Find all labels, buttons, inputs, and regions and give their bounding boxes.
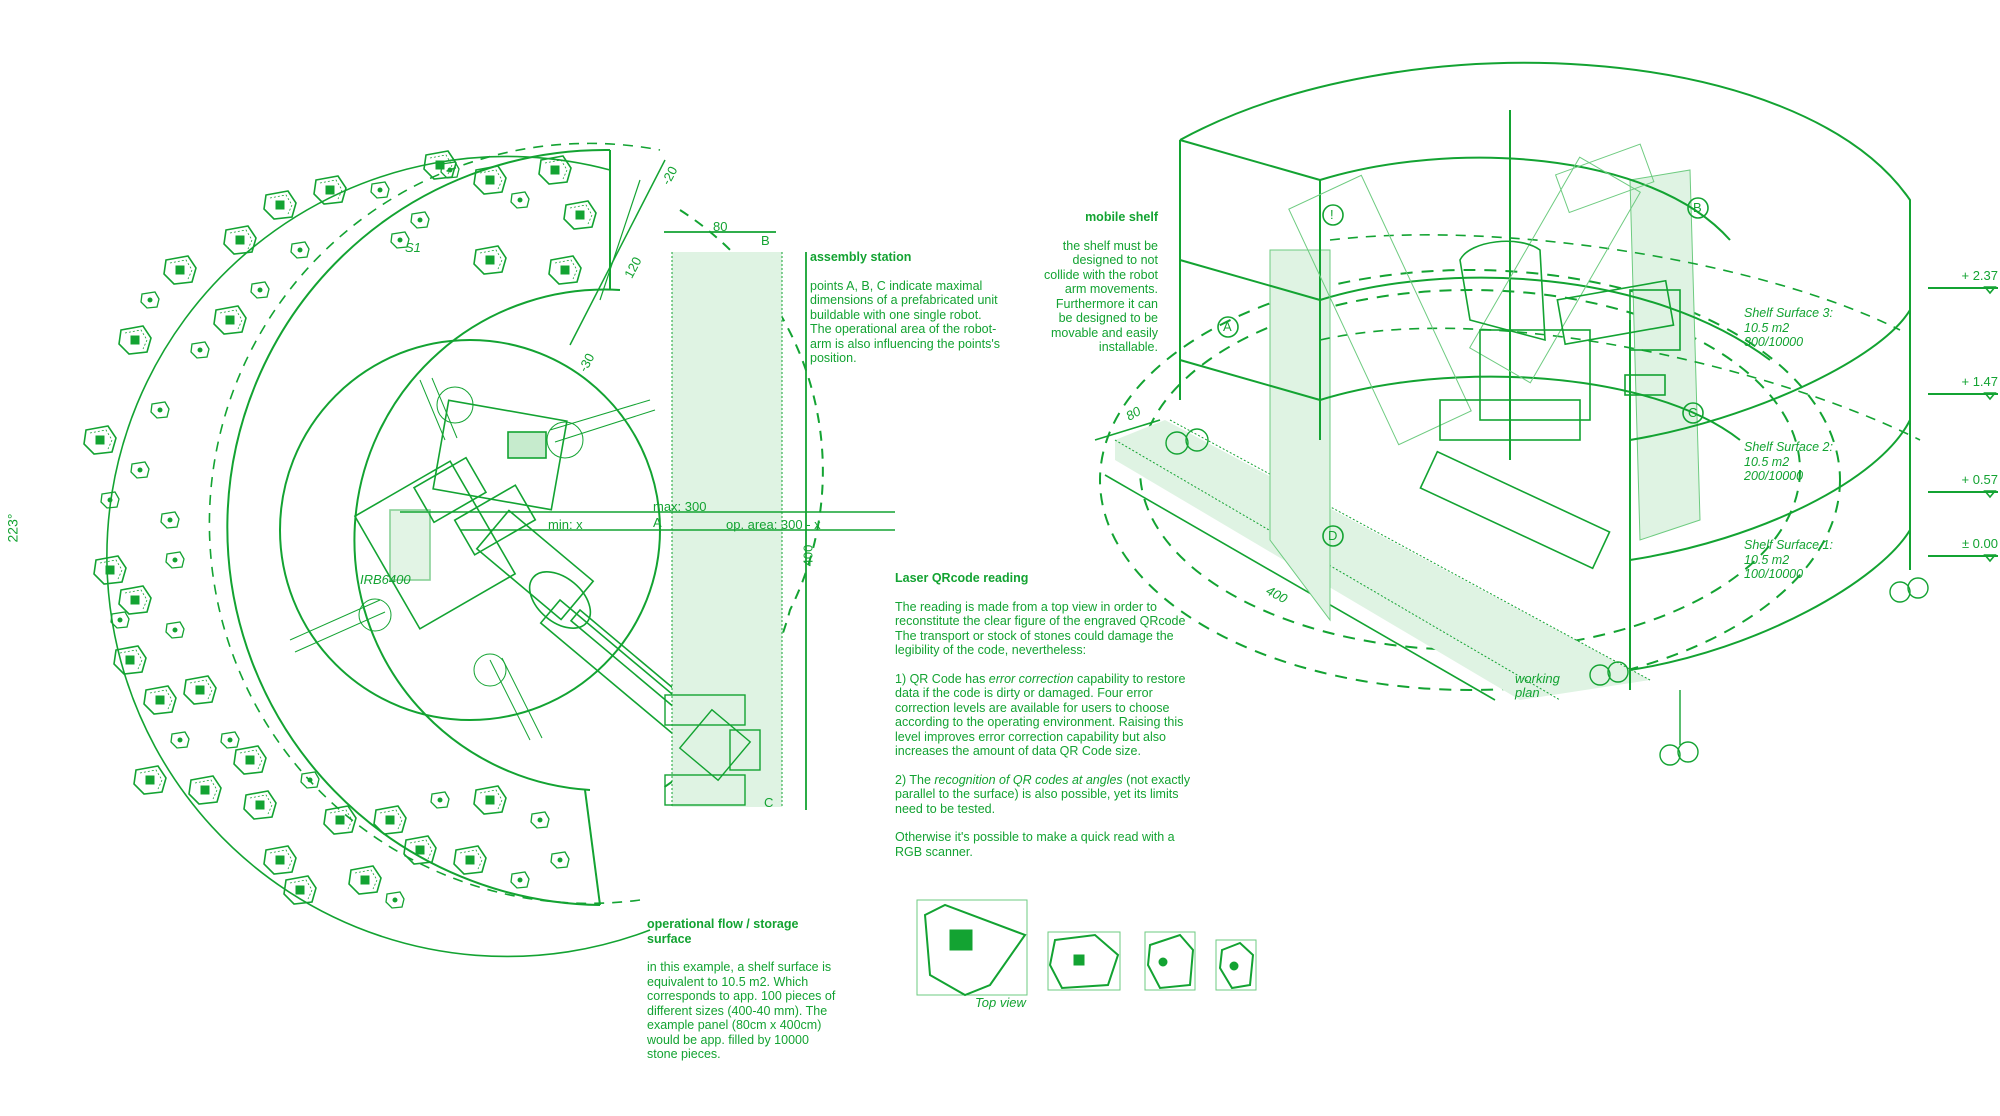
level-0-57: + 0.57 (1928, 472, 1998, 493)
robot-ghost (1288, 143, 1655, 446)
shelf-surface-1: Shelf Surface 1: 10.5 m2 100/10000 (1744, 538, 1884, 582)
assembly-station-note: assembly station points A, B, C indicate… (810, 250, 1000, 366)
robot-model-label: IRB6400 (360, 572, 411, 587)
shelf-2-count: 200/10000 (1744, 469, 1804, 483)
axo-point-d: D (1328, 528, 1338, 543)
assembly-station-body: points A, B, C indicate maximal dimensio… (810, 278, 1000, 366)
dim-80: 80 (713, 219, 728, 234)
working-plan-area (1115, 420, 1650, 700)
casters (1165, 428, 1929, 766)
op-area-label: op. area: 300 - x (726, 517, 821, 532)
storage-surface-title: operational flow / storage surface (647, 917, 799, 946)
level-1-47-text: + 1.47 (1961, 374, 1998, 389)
level-0-00-text: ± 0.00 (1961, 536, 1998, 551)
laser-qr-p2: The transport or stock of stones could d… (895, 628, 1174, 658)
storage-surface-body: in this example, a shelf surface is equi… (647, 960, 836, 1061)
laser-qr-p4-pre: 2) The (895, 772, 935, 787)
laser-qr-p3: 1) QR Code has error correction capabili… (895, 672, 1195, 759)
axonometric-view (1094, 61, 1997, 766)
qr-top-views (916, 899, 1257, 997)
end-effector (664, 694, 761, 806)
storage-label-s1: S1 (405, 240, 421, 255)
laser-qr-note: Laser QRcode reading The reading is made… (895, 571, 1195, 859)
robot-legs (289, 377, 656, 741)
point-a: A (653, 515, 662, 530)
point-b: B (761, 233, 770, 248)
level-0-57-text: + 0.57 (1961, 472, 1998, 487)
plan-view (83, 142, 895, 958)
storage-ring-outer (226, 148, 611, 906)
axo-point-a: A (1223, 319, 1232, 334)
laser-qr-p5: Otherwise it's possible to make a quick … (895, 830, 1175, 859)
mobile-shelf-body: the shelf must be designed to not collid… (1044, 238, 1158, 355)
mobile-shelf-title: mobile shelf (1085, 210, 1158, 224)
axo-point-i: ! (1330, 207, 1334, 222)
axo-point-b: B (1693, 200, 1702, 215)
assembly-station-title: assembly station (810, 250, 912, 264)
laser-qr-p3-pre: 1) QR Code has (895, 671, 989, 686)
topview-frame-1 (916, 899, 1028, 996)
working-plan-label: working plan (1515, 671, 1560, 700)
max-label: max: 300 (653, 499, 707, 514)
point-c: C (764, 795, 774, 810)
shelf-3-title: Shelf Surface 3: (1744, 306, 1833, 320)
laser-qr-p4: 2) The recognition of QR codes at angles… (895, 773, 1195, 817)
top-view-label: Top view (975, 995, 1026, 1010)
outer-arc (106, 155, 651, 958)
storage-surface-note: operational flow / storage surface in th… (647, 917, 842, 1062)
laser-qr-p3-post: capability to restore data if the code i… (895, 671, 1186, 759)
angle-label: 223° (4, 513, 21, 543)
level-0-00: ± 0.00 (1928, 536, 1998, 557)
level-markers (1983, 286, 1997, 563)
shelf-2-title: Shelf Surface 2: (1744, 440, 1833, 454)
storage-ring-inner (353, 288, 621, 791)
shelf-1-title: Shelf Surface 1: (1744, 538, 1833, 552)
shelf-surface-2: Shelf Surface 2: 10.5 m2 200/10000 (1744, 440, 1884, 484)
point-markers (1217, 197, 1709, 547)
robot-irb6400 (353, 399, 704, 740)
level-1-47: + 1.47 (1928, 374, 1998, 395)
shelf-1-area: 10.5 m2 (1744, 552, 1790, 567)
laser-qr-p3-em: error correction (988, 671, 1074, 686)
mobile-shelf-note: mobile shelf the shelf must be designed … (1040, 210, 1158, 355)
shelf-1-count: 100/10000 (1744, 567, 1804, 581)
laser-qr-title: Laser QRcode reading (895, 571, 1029, 585)
shelf-3-area: 10.5 m2 (1744, 320, 1790, 335)
shelf-surface-3: Shelf Surface 3: 10.5 m2 300/10000 (1744, 306, 1884, 350)
laser-qr-p1: The reading is made from a top view in o… (895, 599, 1186, 629)
level-2-37-text: + 2.37 (1961, 268, 1998, 283)
dashed-reach-arc (208, 142, 661, 905)
laser-qr-p4-em: recognition of QR codes at angles (934, 772, 1123, 787)
shelf-3-count: 300/10000 (1744, 335, 1804, 349)
dim-400: 400 (800, 544, 816, 567)
min-label: min: x (548, 517, 583, 532)
shelf-2-area: 10.5 m2 (1744, 454, 1790, 469)
level-2-37: + 2.37 (1928, 268, 1998, 289)
laser-qr-p4-post: (not exactly parallel to the surface) is… (895, 772, 1191, 816)
axo-point-c: C (1688, 405, 1698, 420)
robot-arm (1419, 240, 1681, 570)
